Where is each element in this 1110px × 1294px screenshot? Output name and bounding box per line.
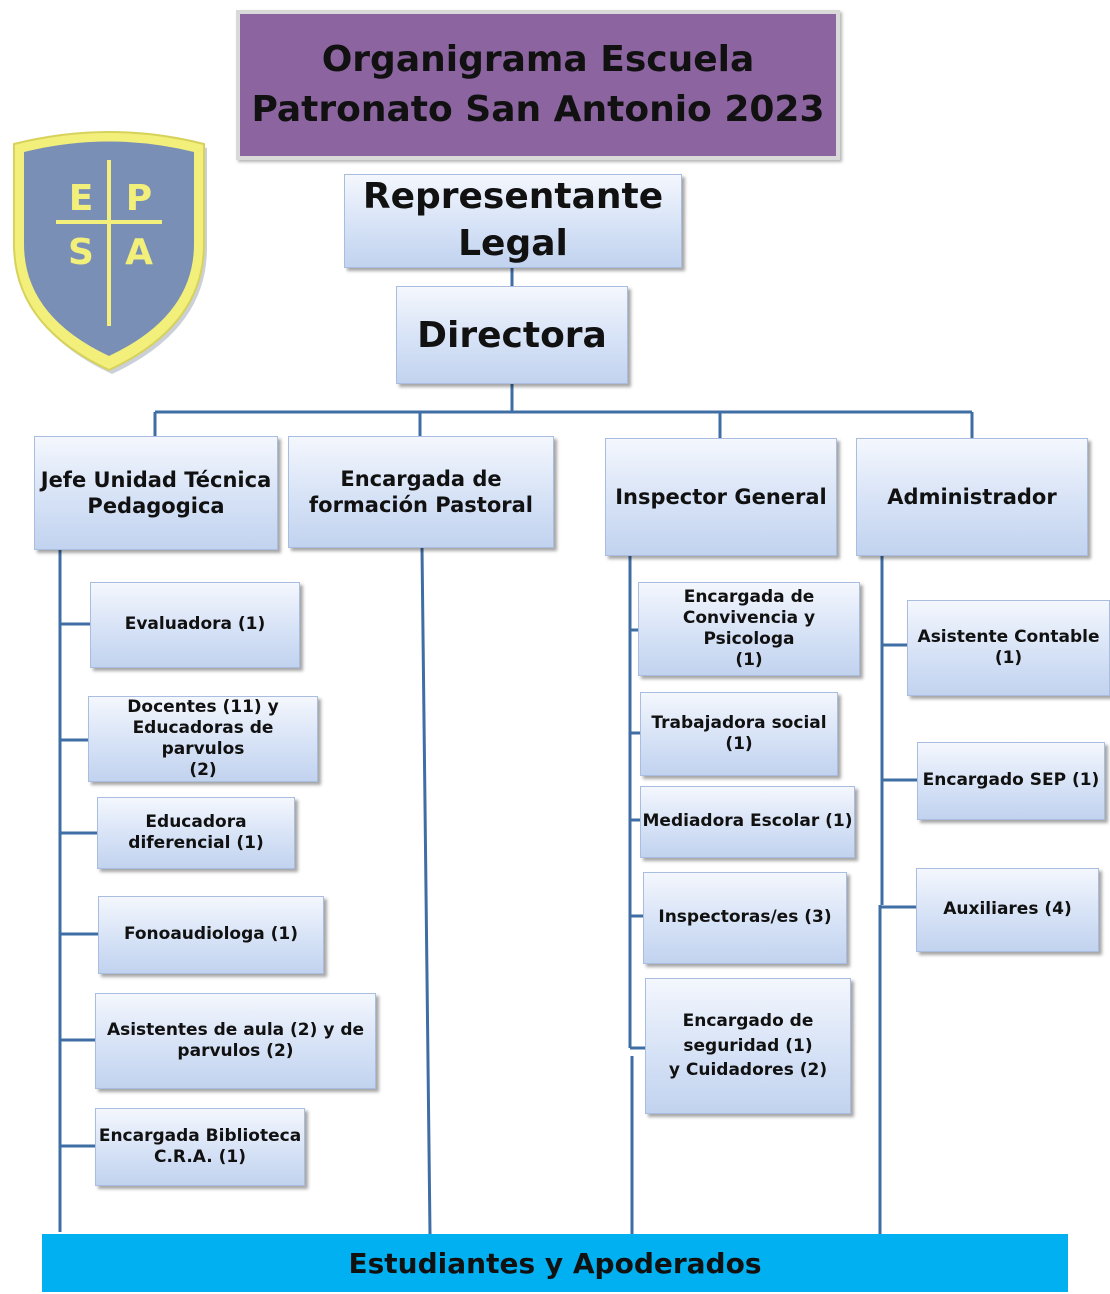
node-inspectoras: Inspectoras/es (3) [643, 872, 847, 964]
node-encargada-pastoral: Encargada de formación Pastoral [288, 436, 554, 548]
node-convivencia-psicologa: Encargada de Convivencia y Psicologa (1) [638, 582, 860, 676]
node-asistente-contable: Asistente Contable (1) [907, 600, 1110, 696]
node-evaluadora: Evaluadora (1) [90, 582, 300, 668]
logo-letter-e: E [69, 178, 94, 219]
node-mediadora-escolar: Mediadora Escolar (1) [640, 786, 855, 858]
node-asistentes-aula: Asistentes de aula (2) y de parvulos (2) [95, 993, 376, 1089]
node-docentes: Docentes (11) y Educadoras de parvulos (… [88, 696, 318, 782]
node-estudiantes-apoderados: Estudiantes y Apoderados [42, 1234, 1068, 1292]
node-auxiliares: Auxiliares (4) [916, 868, 1099, 952]
school-shield-logo: E P S A [13, 131, 207, 374]
node-trabajadora-social: Trabajadora social (1) [640, 692, 838, 776]
node-educadora-diferencial: Educadora diferencial (1) [97, 797, 295, 869]
logo-letter-s: S [68, 232, 94, 273]
title-line-2: Patronato San Antonio 2023 [251, 89, 825, 130]
logo-letter-p: P [126, 178, 152, 219]
node-directora: Directora [396, 286, 628, 384]
node-administrador: Administrador [856, 438, 1088, 556]
logo-letter-a: A [125, 232, 153, 273]
title-line-1: Organigrama Escuela [321, 38, 755, 80]
node-encargada-biblioteca: Encargada Biblioteca C.R.A. (1) [95, 1108, 305, 1186]
node-encargado-sep: Encargado SEP (1) [917, 742, 1105, 820]
node-fonoaudiologa: Fonoaudiologa (1) [98, 896, 324, 974]
node-representante-legal: Representante Legal [344, 174, 682, 268]
node-jefe-utp: Jefe Unidad Técnica Pedagogica [34, 436, 278, 550]
node-inspector-general: Inspector General [605, 438, 837, 556]
node-encargado-seguridad: Encargado de seguridad (1) y Cuidadores … [645, 978, 851, 1114]
chart-title: Organigrama Escuela Patronato San Antoni… [236, 10, 840, 160]
